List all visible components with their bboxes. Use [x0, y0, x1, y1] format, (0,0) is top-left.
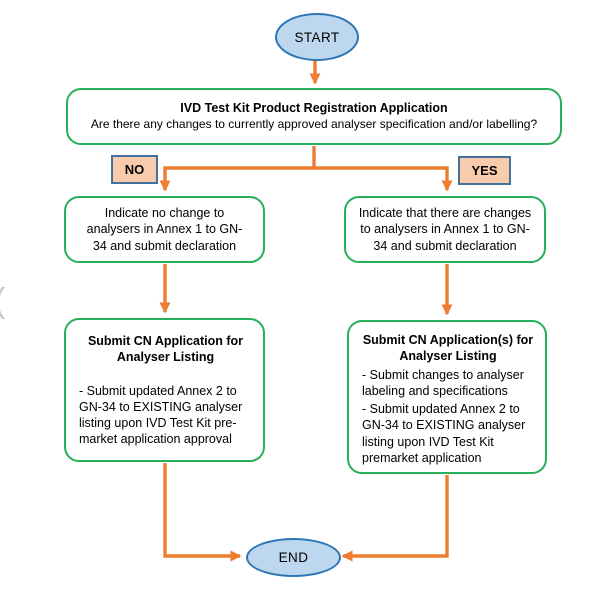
- end-label: END: [278, 550, 309, 565]
- yes-branch-step2-title: Submit CN Application(s) for Analyser Li…: [362, 333, 534, 364]
- end-node: END: [246, 538, 341, 577]
- no-branch-step1-text: Indicate no change to analysers in Annex…: [86, 206, 243, 253]
- yes-branch-step2-body-line2: - Submit updated Annex 2 to GN-34 to EXI…: [362, 402, 526, 465]
- connector-yes-step2-to-end: [341, 475, 449, 562]
- connector-branch-yes: [312, 166, 453, 192]
- question-box-question: Are there any changes to currently appro…: [90, 117, 538, 132]
- no-branch-step2-body: - Submit updated Annex 2 to GN-34 to EXI…: [79, 383, 243, 447]
- no-branch-step2-title: Submit CN Application for Analyser Listi…: [87, 334, 244, 365]
- yes-branch-step1-box: Indicate that there are changes to analy…: [344, 196, 546, 263]
- question-box: IVD Test Kit Product Registration Applic…: [66, 88, 562, 145]
- no-branch-step2-box: Submit CN Application for Analyser Listi…: [64, 318, 265, 462]
- connector-no-step2-to-end: [163, 463, 242, 562]
- connector-branch-no: [159, 166, 316, 192]
- no-branch-step1-box: Indicate no change to analysers in Annex…: [64, 196, 265, 263]
- no-badge: NO: [111, 155, 158, 184]
- stray-crop-mark: (: [0, 282, 5, 321]
- yes-branch-step2-body-line1: - Submit changes to analyser labeling an…: [362, 367, 524, 398]
- start-node: START: [275, 13, 359, 61]
- start-label: START: [294, 29, 340, 45]
- yes-branch-step2-box: Submit CN Application(s) for Analyser Li…: [347, 320, 547, 474]
- yes-branch-step1-text: Indicate that there are changes to analy…: [358, 206, 532, 253]
- yes-badge: YES: [458, 156, 511, 185]
- no-badge-label: NO: [124, 162, 145, 177]
- question-box-title: IVD Test Kit Product Registration Applic…: [180, 101, 448, 116]
- yes-badge-label: YES: [471, 163, 498, 178]
